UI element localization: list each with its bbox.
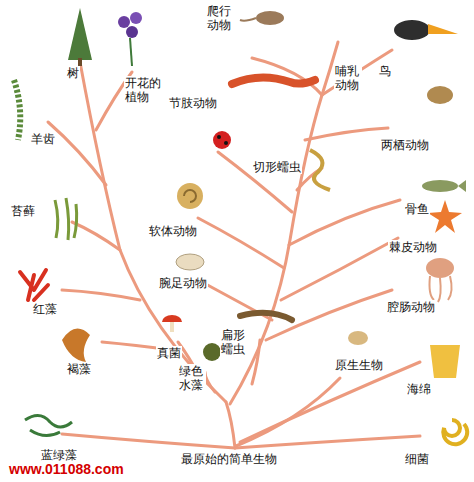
taxon-label: 细菌 — [404, 452, 430, 466]
taxon-label: 红藻 — [32, 302, 58, 316]
taxon-label: 真菌 — [156, 346, 182, 360]
taxon-label: 棘皮动物 — [388, 240, 438, 254]
tree-branches — [48, 42, 420, 448]
watermark: www.011088.com — [8, 461, 125, 478]
taxon-label: 扁形蠕虫 — [220, 328, 248, 357]
taxon-label: 鸟 — [378, 64, 392, 78]
organism-icons — [14, 8, 467, 444]
taxon-label: 切形蠕虫 — [252, 160, 302, 174]
taxon-label: 爬行动物 — [206, 4, 234, 33]
taxon-label: 节肢动物 — [168, 96, 218, 110]
taxon-label: 苔藓 — [10, 204, 36, 218]
taxon-label: 蓝绿藻 — [40, 448, 78, 462]
taxon-label: 最原始的简单生物 — [180, 452, 278, 466]
taxon-label: 腔肠动物 — [386, 300, 436, 314]
taxon-label: 开花的植物 — [124, 76, 164, 105]
taxon-label: 羊齿 — [30, 132, 56, 146]
taxon-label: 软体动物 — [148, 224, 198, 238]
taxon-label: 树 — [66, 66, 80, 80]
taxon-label: 两栖动物 — [380, 138, 430, 152]
taxon-label: 腕足动物 — [158, 276, 208, 290]
taxon-label: 褐藻 — [66, 362, 92, 376]
taxon-label: 原生生物 — [334, 358, 384, 372]
taxon-label: 海绵 — [406, 382, 432, 396]
taxon-label: 骨鱼 — [404, 202, 430, 216]
taxon-label: 绿色水藻 — [178, 364, 206, 393]
taxon-label: 哺乳动物 — [334, 64, 362, 93]
